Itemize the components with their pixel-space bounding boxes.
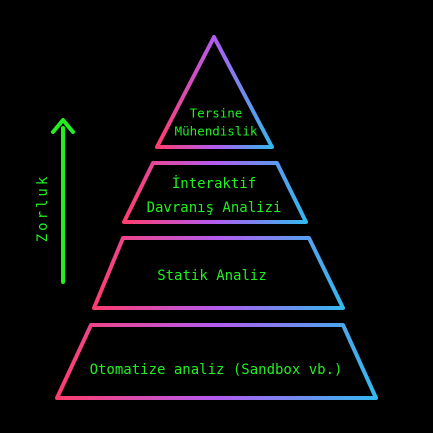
difficulty-arrow <box>51 118 75 284</box>
tier-label-line: Davranış Analizi <box>147 200 282 216</box>
difficulty-arrow-head-icon <box>51 118 75 134</box>
pyramid-tier-automated-analysis: Otomatize analiz (Sandbox vb.) <box>55 323 378 400</box>
tier-label-line: İnteraktif <box>172 174 256 192</box>
pyramid-tier-shape <box>92 236 345 310</box>
difficulty-axis-label: Zorluk <box>35 174 51 243</box>
pyramid-tier-shape <box>122 161 308 224</box>
pyramid-tier-static-analysis: Statik Analiz <box>92 236 345 310</box>
pyramid-tier-shape <box>55 323 378 400</box>
pyramid-tier-reverse-engineering: Tersine Mühendislik <box>155 35 274 149</box>
tier-label-line: Mühendislik <box>175 124 258 139</box>
tier-label-line: Tersine <box>190 106 243 121</box>
pyramid-tier-shape <box>155 35 274 149</box>
pyramid-tier-interactive-behavior: İnteraktif Davranış Analizi <box>122 161 308 224</box>
tier-label-line: Statik Analiz <box>157 268 267 284</box>
tier-label-line: Otomatize analiz (Sandbox vb.) <box>90 362 343 378</box>
